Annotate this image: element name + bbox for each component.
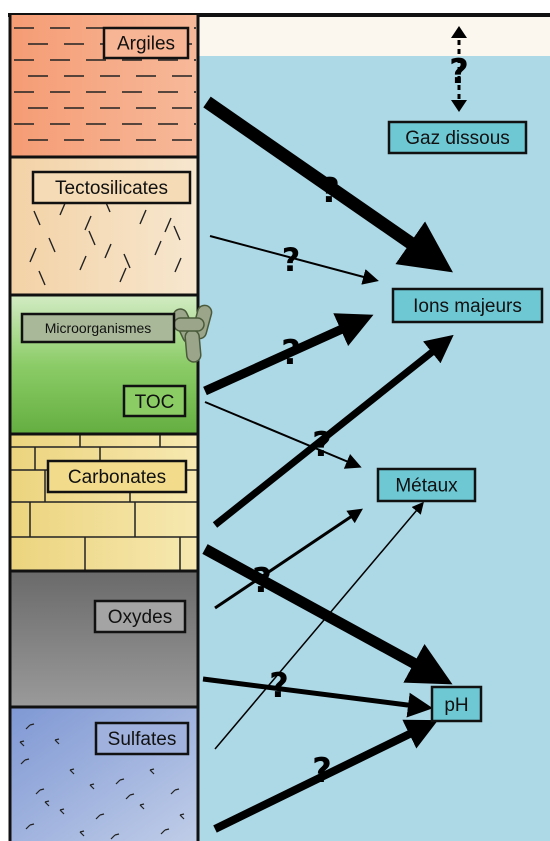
sediment-column [10, 15, 198, 841]
layer-label-oxydes: Oxydes [95, 601, 185, 632]
layer-label-toc-text: TOC [135, 392, 175, 413]
species-metaux-text: Métaux [395, 476, 458, 497]
layer-label-oxydes-text: Oxydes [108, 607, 172, 628]
layer-oxydes [10, 571, 198, 707]
layer-label-tectosilicates: Tectosilicates [33, 172, 190, 203]
question-mark-1: ? [320, 171, 340, 211]
species-ph: pH [432, 687, 481, 721]
atmosphere-band [198, 14, 550, 56]
layer-label-microorganismes: Microorganismes [22, 314, 174, 342]
layer-label-toc: TOC [124, 386, 185, 416]
layer-label-tectosilicates-text: Tectosilicates [55, 178, 168, 199]
species-ions-majeurs-text: Ions majeurs [413, 296, 522, 317]
question-mark-7: ? [312, 751, 332, 791]
species-metaux: Métaux [378, 469, 475, 501]
layer-label-sulfates-text: Sulfates [108, 729, 177, 750]
layer-label-carbonates: Carbonates [48, 461, 186, 492]
layer-label-carbonates-text: Carbonates [68, 467, 166, 488]
question-mark-3: ? [281, 333, 301, 373]
question-mark-4: ? [312, 425, 332, 465]
layer-label-argiles: Argiles [104, 28, 188, 58]
species-ph-text: pH [444, 695, 468, 716]
question-mark-gas: ? [449, 52, 469, 92]
species-gaz-dissous-text: Gaz dissous [405, 128, 510, 149]
question-mark-6: ? [269, 666, 289, 706]
species-gaz-dissous: Gaz dissous [389, 122, 526, 153]
layer-label-sulfates: Sulfates [96, 723, 188, 754]
water-column [198, 56, 550, 841]
question-mark-2: ? [282, 241, 301, 279]
layer-label-microorganismes-text: Microorganismes [45, 320, 152, 336]
layer-label-argiles-text: Argiles [117, 34, 175, 55]
species-ions-majeurs: Ions majeurs [393, 289, 542, 322]
question-mark-5: ? [252, 561, 272, 601]
